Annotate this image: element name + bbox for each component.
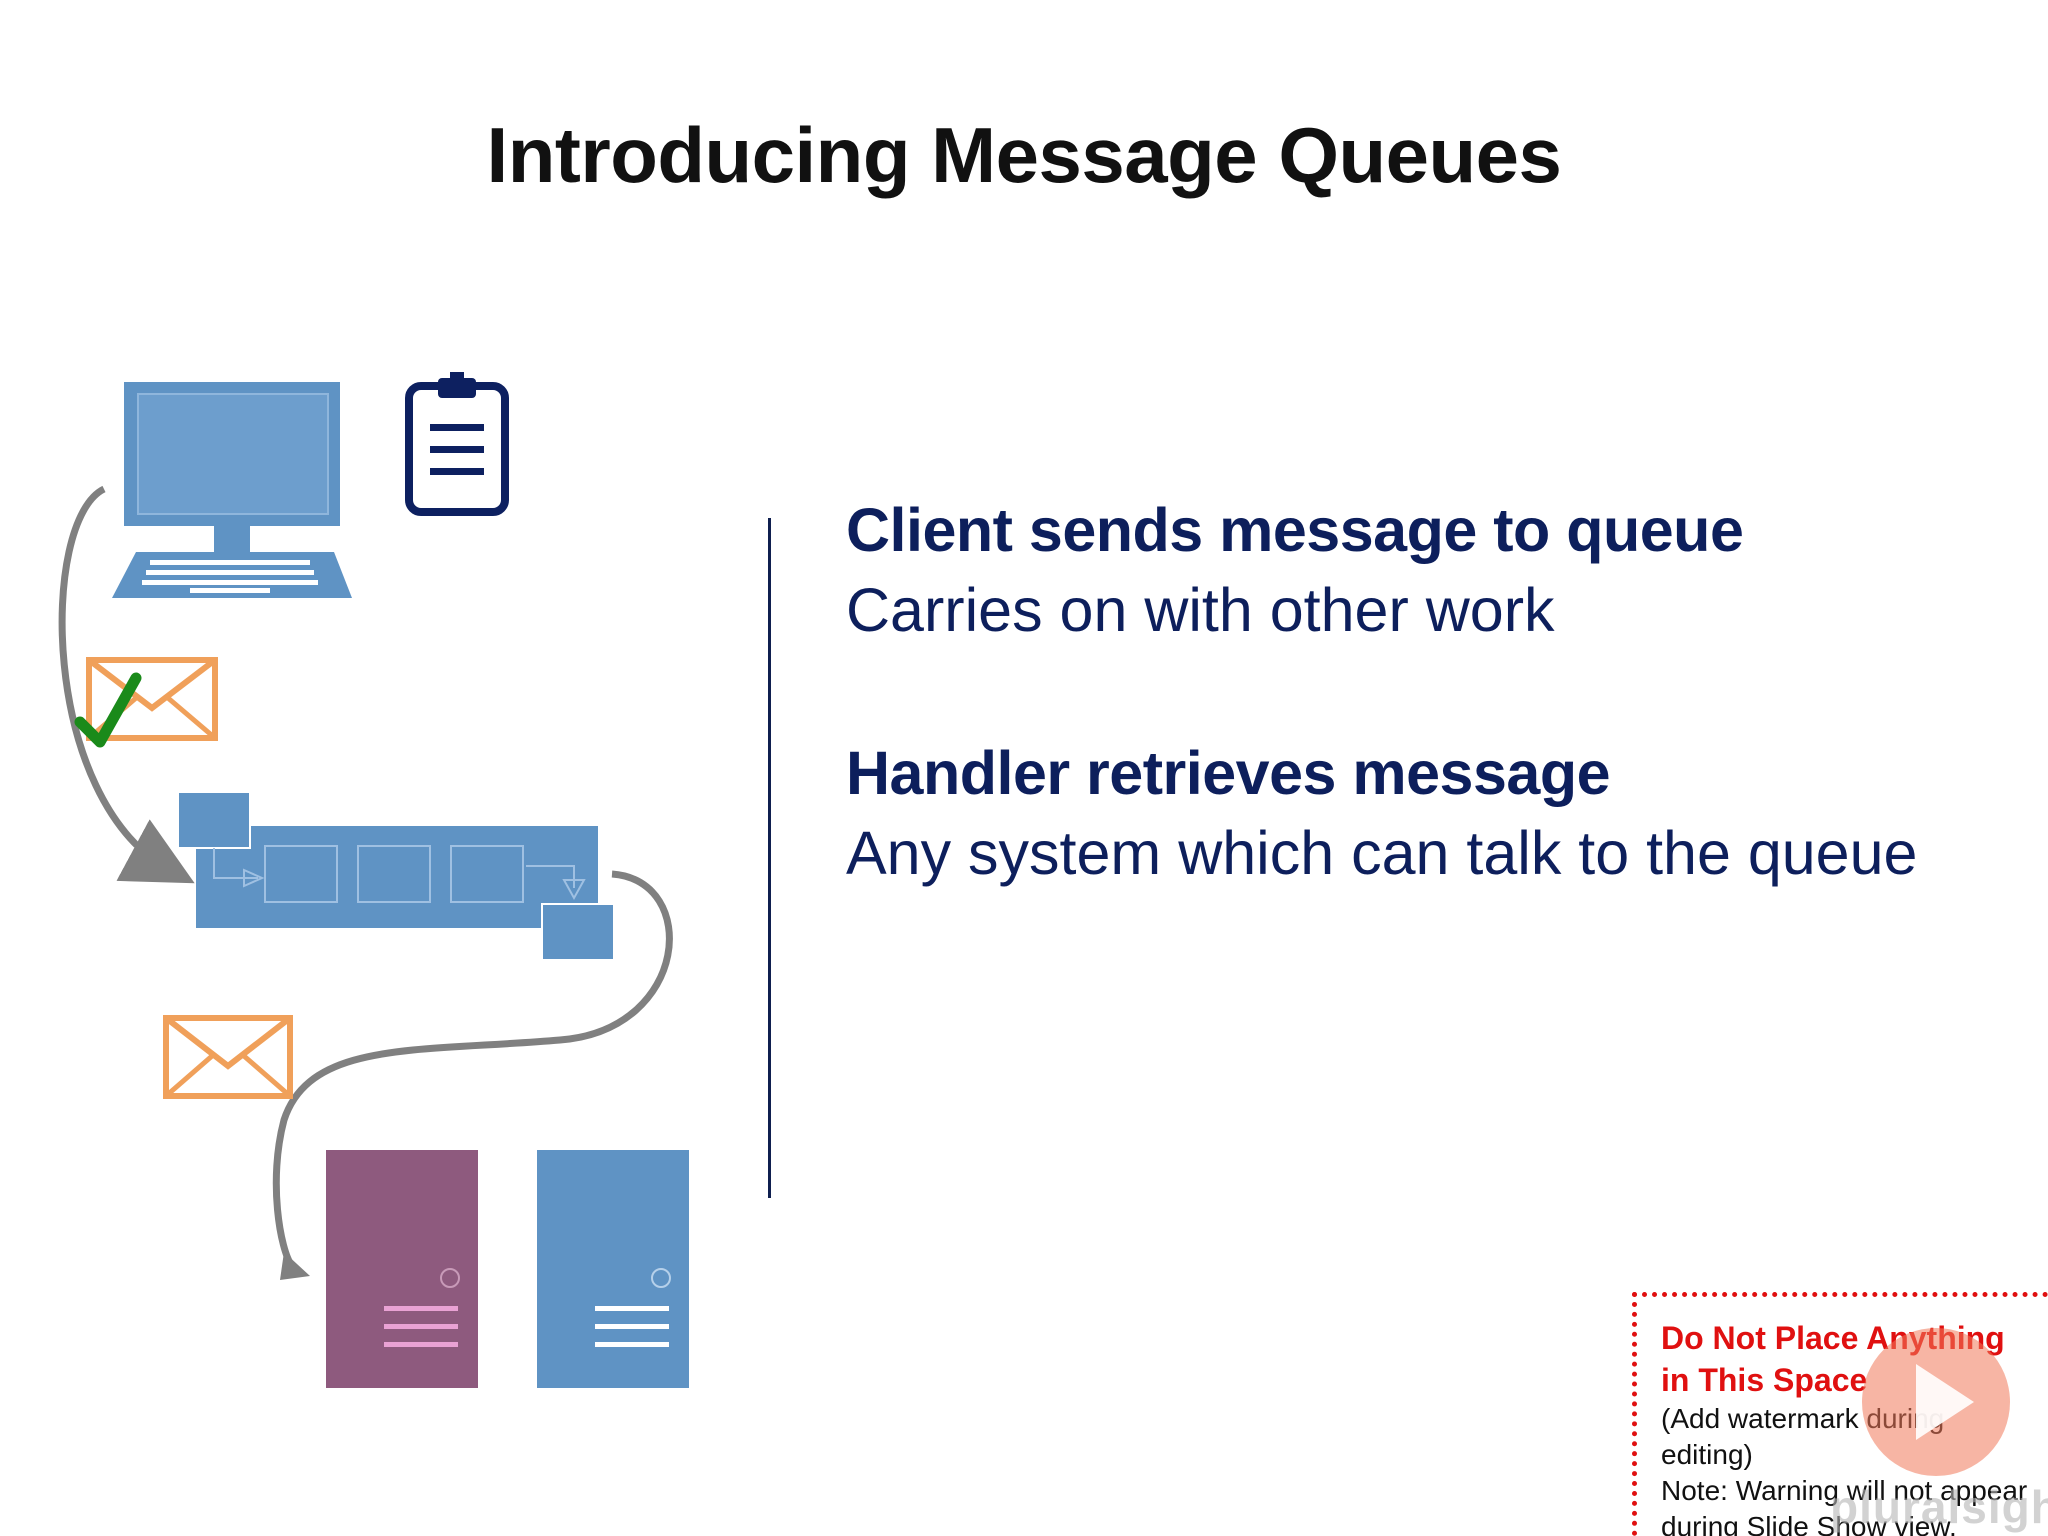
server-icon bbox=[537, 1150, 689, 1388]
watermark-brand: pluralsight bbox=[1830, 1481, 2048, 1533]
point-heading: Client sends message to queue bbox=[846, 496, 1744, 564]
vertical-divider bbox=[768, 518, 771, 1198]
client-to-queue-arrow bbox=[58, 485, 195, 884]
clipboard-icon bbox=[405, 372, 509, 516]
envelope-retrieved-icon bbox=[163, 1015, 293, 1099]
client-computer-icon bbox=[112, 382, 352, 598]
handler-arrowhead bbox=[280, 1252, 310, 1280]
point-client-sends: Client sends message to queue Carries on… bbox=[846, 495, 1744, 645]
reserved-space-placeholder: Do Not Place Anything in This Space (Add… bbox=[1632, 1292, 2048, 1536]
slide-title: Introducing Message Queues bbox=[486, 111, 1562, 199]
placeholder-title-line2: in This Space bbox=[1661, 1362, 1868, 1398]
point-handler-retrieves: Handler retrieves message Any system whi… bbox=[846, 738, 1917, 888]
message-queue-icon bbox=[177, 791, 615, 961]
handler-server-icon bbox=[326, 1150, 478, 1388]
queue-to-handler-arrow bbox=[272, 870, 673, 1269]
placeholder-line4: during Slide Show view. bbox=[1661, 1511, 1957, 1536]
play-icon[interactable] bbox=[1862, 1328, 2010, 1476]
placeholder-line3: Note: Warning will not appear bbox=[1661, 1475, 2028, 1506]
point-heading: Handler retrieves message bbox=[846, 739, 1611, 807]
point-detail: Carries on with other work bbox=[846, 576, 1555, 644]
point-detail: Any system which can talk to the queue bbox=[846, 819, 1918, 887]
check-icon bbox=[74, 672, 142, 748]
placeholder-line2: editing) bbox=[1661, 1439, 1753, 1470]
